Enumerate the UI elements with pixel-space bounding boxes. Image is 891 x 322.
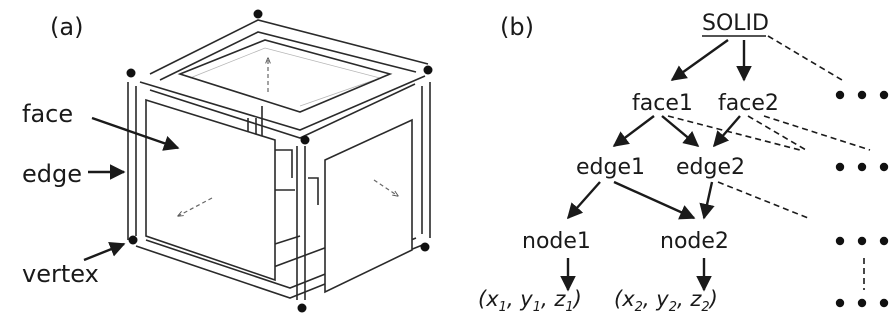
dashed-face2-to-more-a (747, 115, 807, 151)
edge1-node: edge1 (576, 155, 645, 180)
vertex-dot (126, 68, 136, 78)
tree-arrows (560, 39, 752, 292)
face2-node: face2 (718, 91, 779, 116)
ellipsis-dots (835, 90, 889, 308)
panel-b-label: (b) (500, 13, 534, 41)
vertex-dot (297, 303, 307, 313)
panel-a: (a) (22, 9, 433, 313)
vertices (126, 9, 433, 313)
arrow-face1-to-edge1 (612, 115, 655, 147)
dashed-connectors (667, 35, 871, 290)
edge-callout-label: edge (22, 160, 82, 188)
dashed-edge2-to-more (717, 181, 809, 219)
node2-node: node2 (660, 229, 729, 254)
dashed-face2-to-more-b (763, 115, 871, 151)
node1-node: node1 (522, 229, 591, 254)
arrow-edge1-to-node2 (613, 180, 696, 220)
face-callout-arrow (91, 116, 180, 151)
root-node: SOLID (702, 11, 769, 36)
vertex-dot (420, 242, 430, 252)
dashed-solid-to-more (767, 35, 843, 81)
face-callout-label: face (22, 100, 73, 128)
vertex-dot (253, 9, 263, 19)
panel-b: (b) SOLID face1 face2 edge1 edge2 node1 … (478, 11, 889, 315)
vertex-callout-arrow (83, 241, 126, 262)
arrow-edge1-to-node1 (566, 181, 601, 220)
node1-coordinates: (x1, y1, z1) (478, 287, 582, 315)
vertex-dot (128, 235, 138, 245)
arrow-solid-to-face1 (670, 39, 729, 81)
right-face-normal-arrow (373, 179, 398, 196)
vertex-dot (423, 65, 433, 75)
face1-node: face1 (632, 91, 693, 116)
vertex-callout-label: vertex (22, 260, 99, 288)
panel-a-label: (a) (50, 13, 83, 41)
arrow-edge2-to-node2 (699, 181, 715, 220)
node2-coordinates: (x2, y2, z2) (614, 287, 718, 315)
arrow-face1-to-edge2 (661, 115, 700, 147)
top-face (177, 39, 393, 113)
right-face (324, 118, 413, 294)
dashed-face1-to-more (667, 115, 801, 151)
edge2-node: edge2 (676, 155, 745, 180)
vertex-dot (300, 135, 310, 145)
